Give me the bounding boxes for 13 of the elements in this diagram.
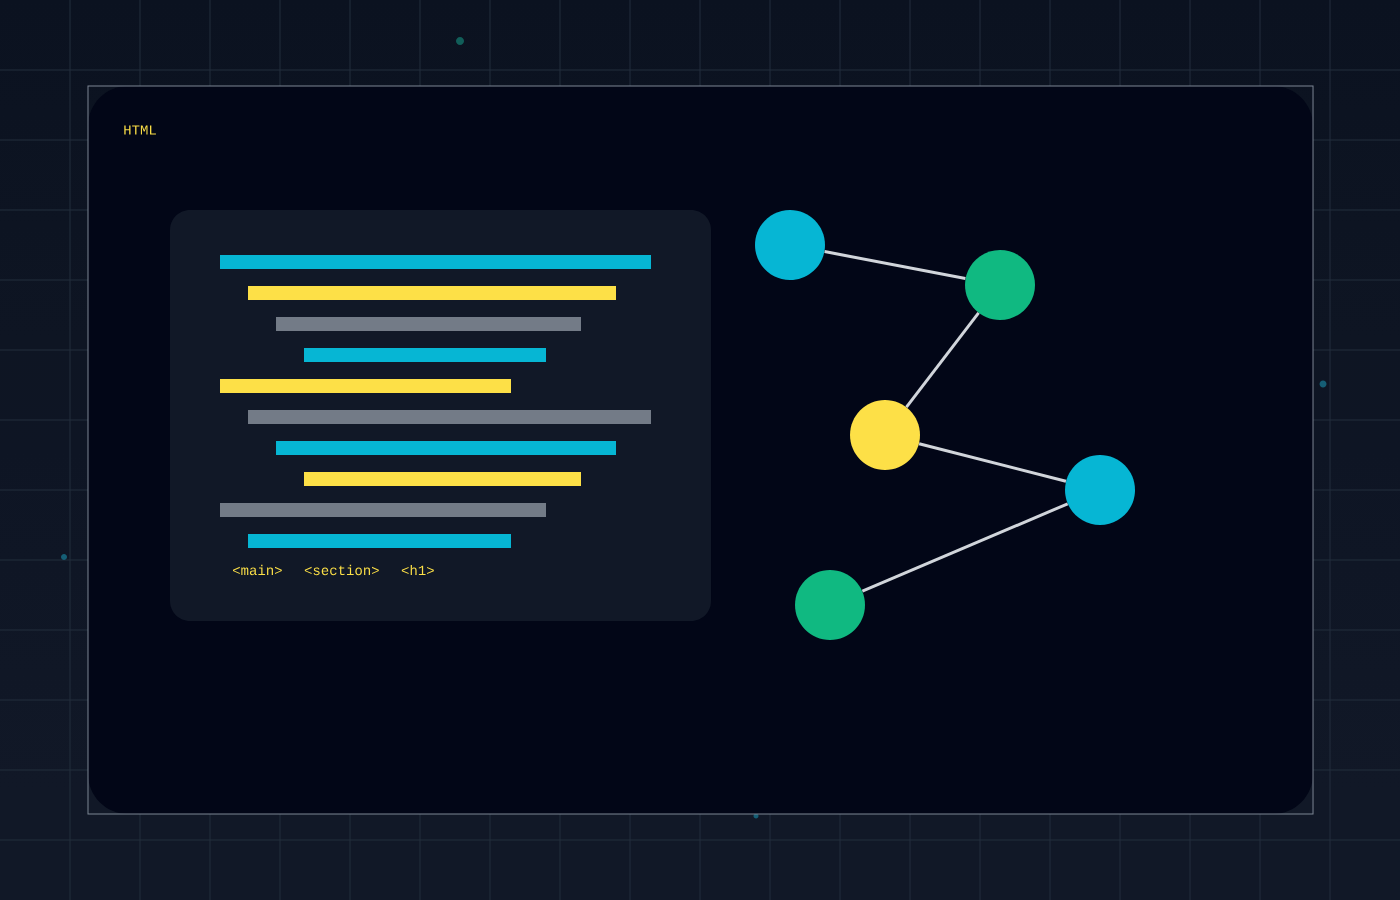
connector-line: [905, 312, 980, 408]
graph-node: [965, 250, 1035, 320]
connector-line: [918, 442, 1067, 483]
graph-node: [795, 570, 865, 640]
graph-node: [755, 210, 825, 280]
panel-title: HTML: [124, 125, 156, 135]
tag-label: <section>: [304, 564, 379, 576]
connector-line: [861, 502, 1069, 593]
graph-node: [1065, 455, 1135, 525]
tag-label: <h1>: [401, 564, 434, 576]
tag-label: <main>: [233, 564, 282, 576]
graph-node: [850, 400, 920, 470]
connector-line: [824, 250, 966, 280]
